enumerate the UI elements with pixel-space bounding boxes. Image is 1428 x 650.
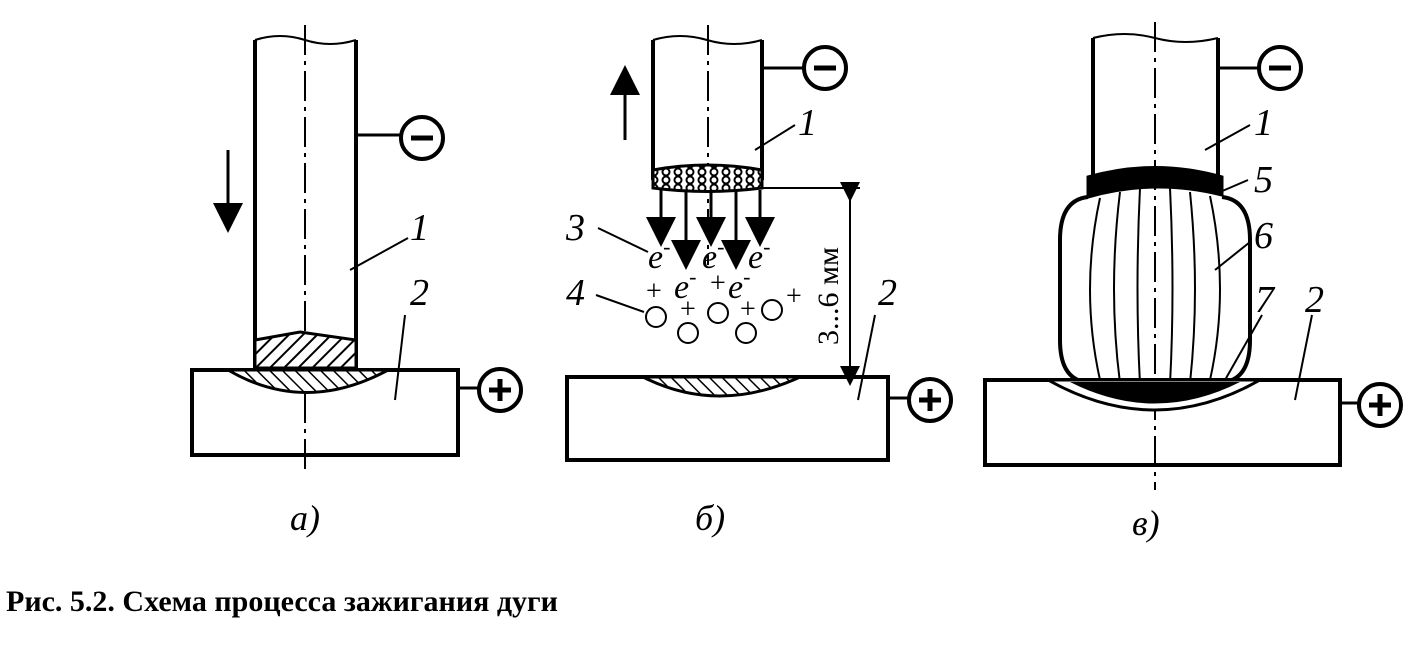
label-6-c: 6	[1254, 215, 1273, 257]
svg-text:+: +	[680, 294, 696, 325]
gap-dimension: 3...6 мм	[762, 182, 860, 386]
panel-a: 1 2 а)	[190, 25, 523, 538]
electrode-a	[253, 25, 358, 475]
sublabel-a: а)	[290, 498, 320, 538]
label-2-c: 2	[1305, 279, 1324, 321]
label-7-c: 7	[1255, 279, 1276, 321]
label-3-b: 3	[565, 207, 585, 249]
svg-text:e-: e-	[728, 264, 750, 306]
svg-text:+: +	[710, 268, 726, 299]
svg-text:e-: e-	[648, 234, 670, 276]
svg-text:+: +	[740, 294, 756, 325]
label-5-c: 5	[1254, 159, 1273, 201]
svg-text:e-: e-	[674, 264, 696, 306]
label-4-b: 4	[566, 272, 585, 314]
sublabel-b: б)	[695, 498, 725, 538]
label-1-a: 1	[410, 207, 429, 249]
label-1-c: 1	[1254, 102, 1273, 144]
sublabel-c: в)	[1132, 503, 1160, 543]
figure-caption: Рис. 5.2. Схема процесса зажигания дуги	[6, 585, 558, 618]
svg-text:e-: e-	[748, 234, 770, 276]
base-plate-a	[190, 368, 460, 457]
svg-text:e-: e-	[702, 234, 724, 276]
electrons: e- e- e- e- e-	[648, 234, 770, 306]
electrode-b	[651, 25, 764, 265]
base-plate-c	[983, 378, 1342, 467]
svg-text:+: +	[646, 276, 662, 307]
arc-column	[1058, 187, 1252, 385]
ions: + + + + +	[645, 268, 802, 344]
gap-label: 3...6 мм	[812, 247, 845, 345]
svg-text:+: +	[786, 281, 802, 312]
label-2-b: 2	[878, 272, 897, 314]
label-2-a: 2	[410, 272, 429, 314]
electrode-c	[1086, 22, 1224, 490]
panel-b: e- e- e- e- e- + + + + + 3 4 3...6 мм	[565, 25, 953, 538]
electron-arrows	[646, 190, 775, 270]
panel-c: 1 5 6 7 2 в)	[983, 22, 1403, 543]
label-1-b: 1	[798, 102, 817, 144]
base-plate-b	[565, 375, 890, 462]
